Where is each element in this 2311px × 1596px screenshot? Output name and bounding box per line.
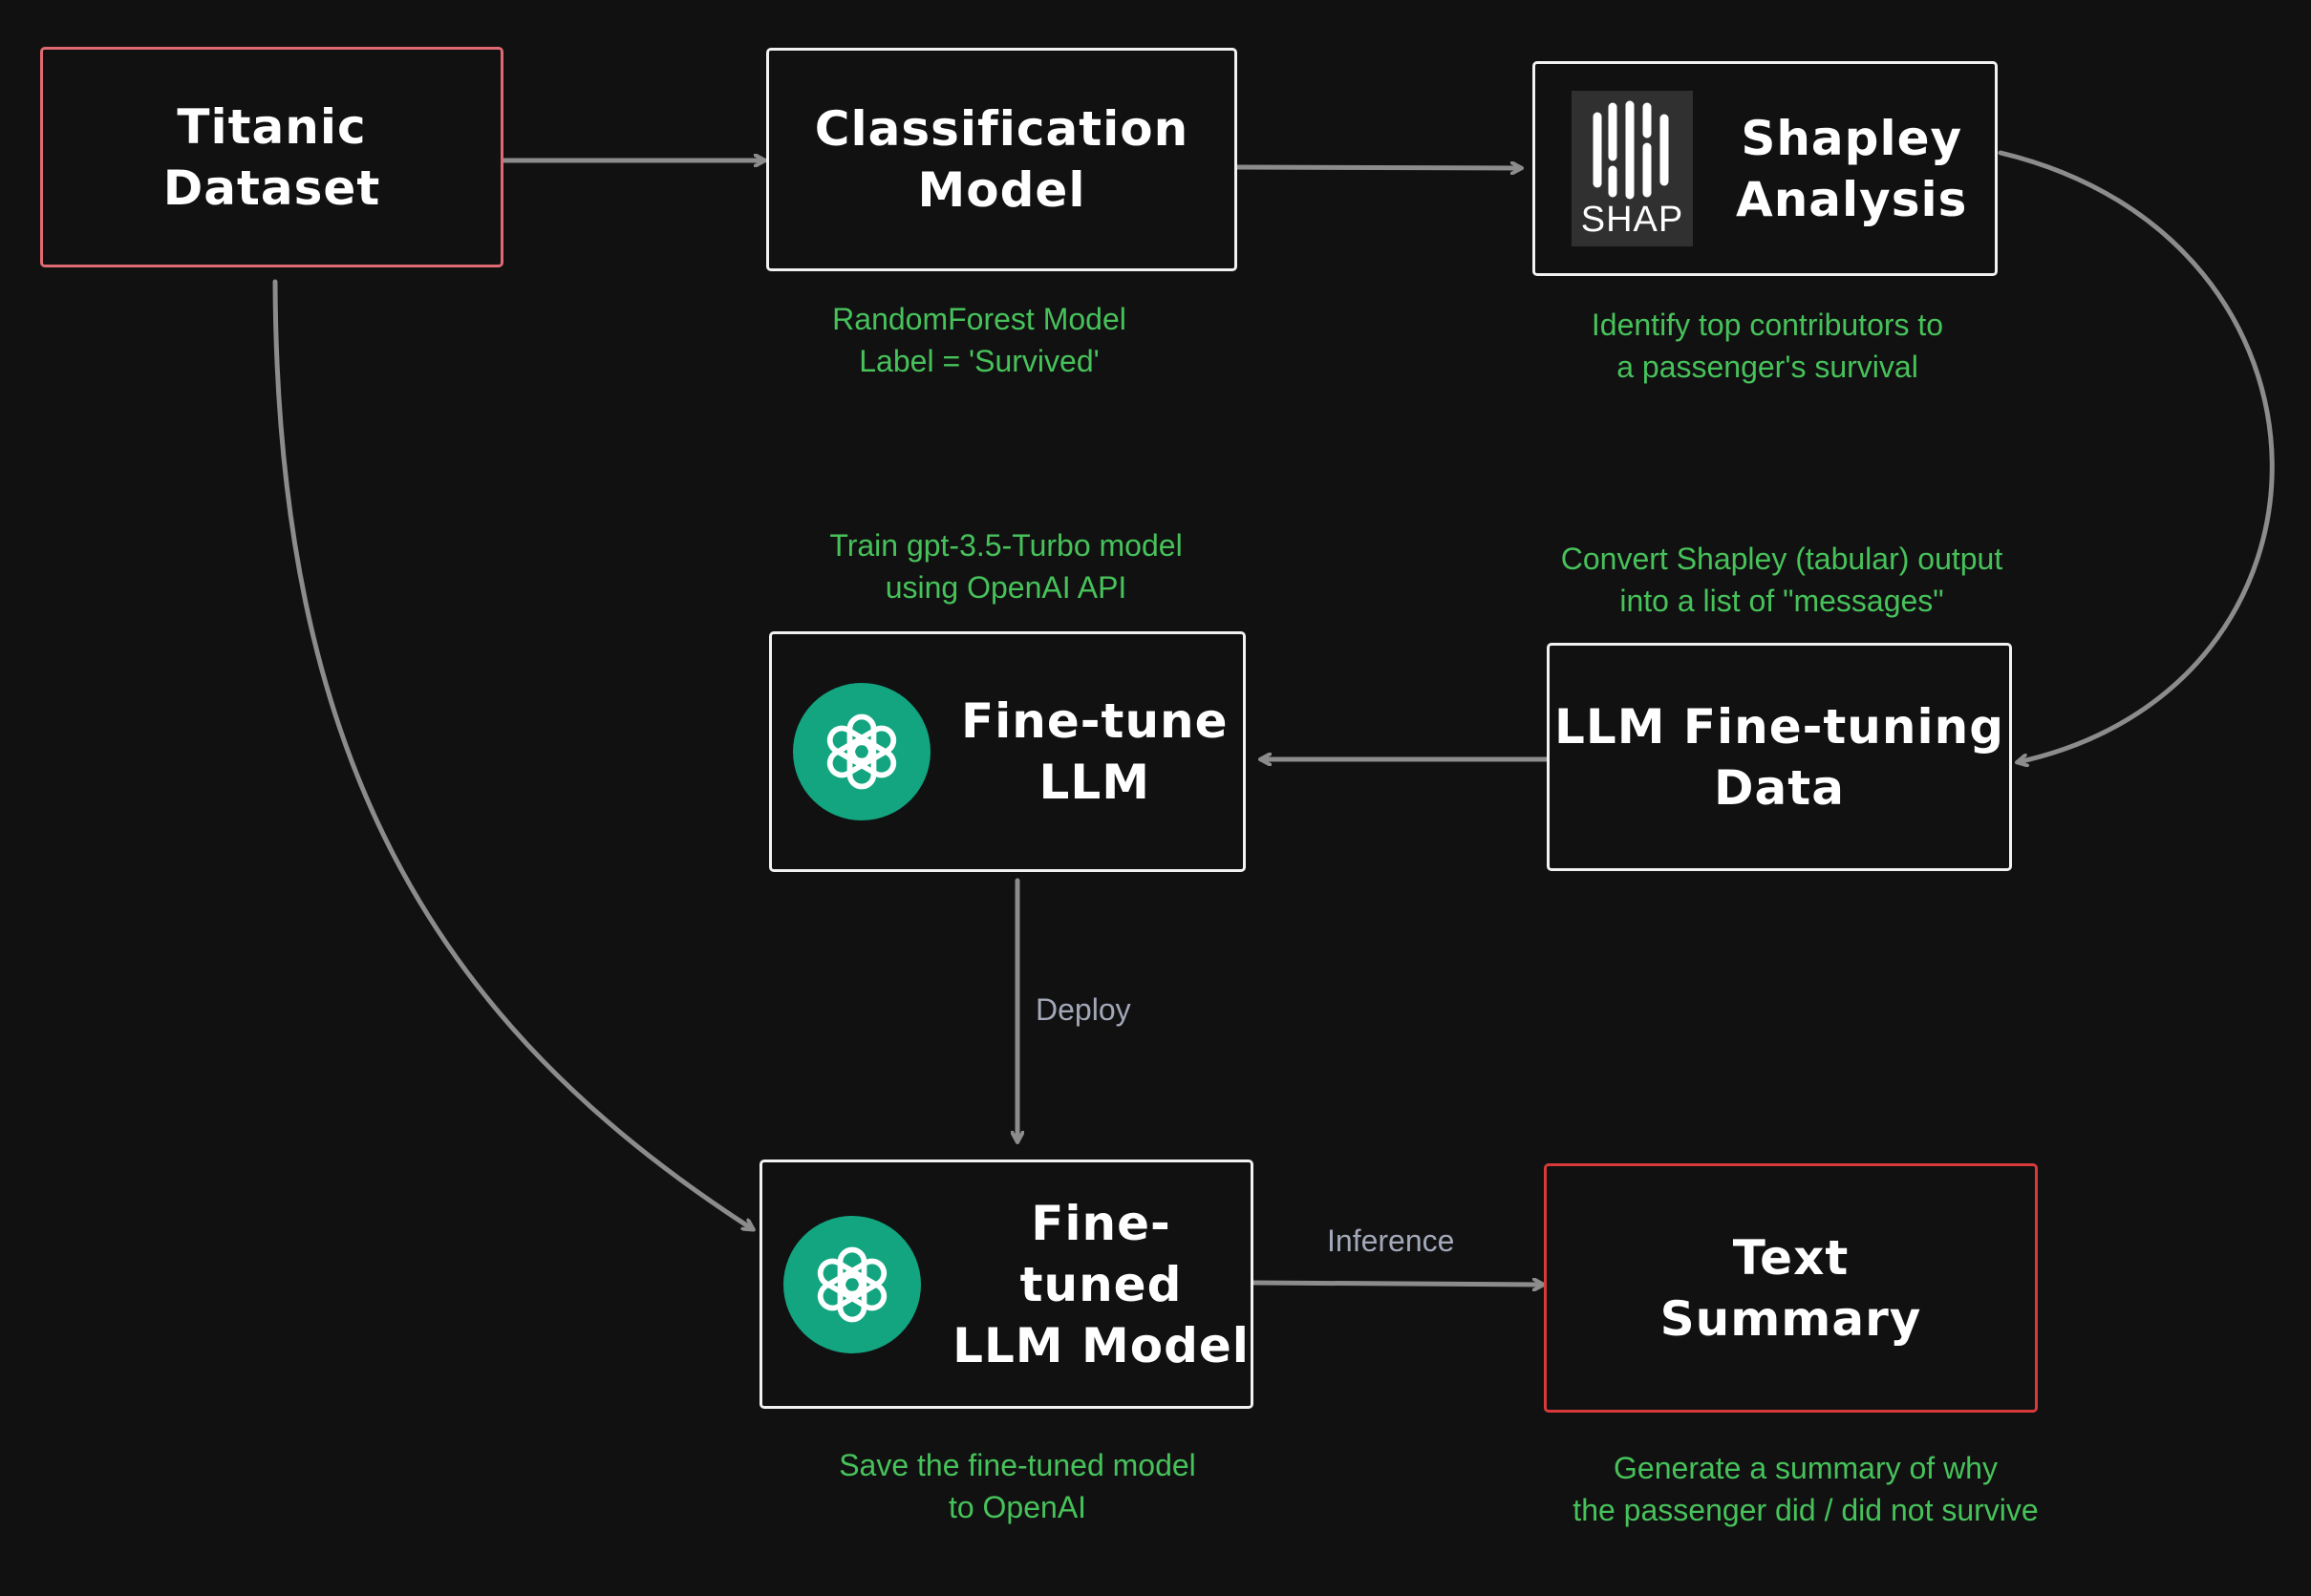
node-titanic-dataset-title: Titanic Dataset xyxy=(162,98,381,216)
node-classification-model[interactable]: Classification Model xyxy=(766,48,1237,271)
node-finetuned-llm-model[interactable]: Fine-tuned LLM Model xyxy=(760,1160,1253,1409)
note-shapley: Identify top contributors to a passenger… xyxy=(1591,308,1944,384)
note-finetuned: Save the fine-tuned model to OpenAI xyxy=(839,1448,1196,1524)
node-finetune-llm-title: Fine-tune LLM xyxy=(961,693,1229,810)
edge-classification-to-shapley xyxy=(1233,167,1521,168)
node-llm-finetuning-data-title: LLM Fine-tuning Data xyxy=(1553,698,2005,816)
openai-logo-icon xyxy=(793,683,931,820)
node-finetuned-llm-model-title: Fine-tuned LLM Model xyxy=(952,1195,1250,1373)
node-titanic-dataset[interactable]: Titanic Dataset xyxy=(40,47,503,267)
note-finetune: Train gpt-3.5-Turbo model using OpenAI A… xyxy=(829,528,1183,605)
node-classification-model-title: Classification Model xyxy=(814,101,1189,218)
openai-logo-icon xyxy=(783,1215,921,1353)
node-finetune-llm[interactable]: Fine-tune LLM xyxy=(769,631,1246,872)
edge-finetuned-to-summary xyxy=(1251,1283,1543,1285)
edge-dataset-to-finetuned xyxy=(272,279,753,1229)
shap-logo-icon: SHAP xyxy=(1572,91,1693,246)
node-llm-finetuning-data[interactable]: LLM Fine-tuning Data xyxy=(1547,643,2012,871)
note-classification: RandomForest Model Label = 'Survived' xyxy=(832,302,1126,378)
openai-knot-icon xyxy=(826,713,897,790)
note-summary: Generate a summary of why the passenger … xyxy=(1573,1451,2039,1527)
edge-shapley-to-llm-data xyxy=(1998,150,2275,762)
node-text-summary[interactable]: Text Summary xyxy=(1544,1163,2038,1413)
edge-label-inference: Inference xyxy=(1327,1224,1455,1258)
node-shapley-analysis[interactable]: SHAP Shapley Analysis xyxy=(1532,61,1998,276)
node-shapley-analysis-title: Shapley Analysis xyxy=(1736,110,1968,227)
node-text-summary-title: Text Summary xyxy=(1659,1229,1922,1347)
shap-bars-icon xyxy=(1593,100,1668,200)
shap-logo-text: SHAP xyxy=(1580,200,1684,240)
note-llm-data: Convert Shapley (tabular) output into a … xyxy=(1560,542,2003,618)
openai-knot-icon xyxy=(817,1246,888,1322)
edge-label-deploy: Deploy xyxy=(1036,992,1131,1027)
